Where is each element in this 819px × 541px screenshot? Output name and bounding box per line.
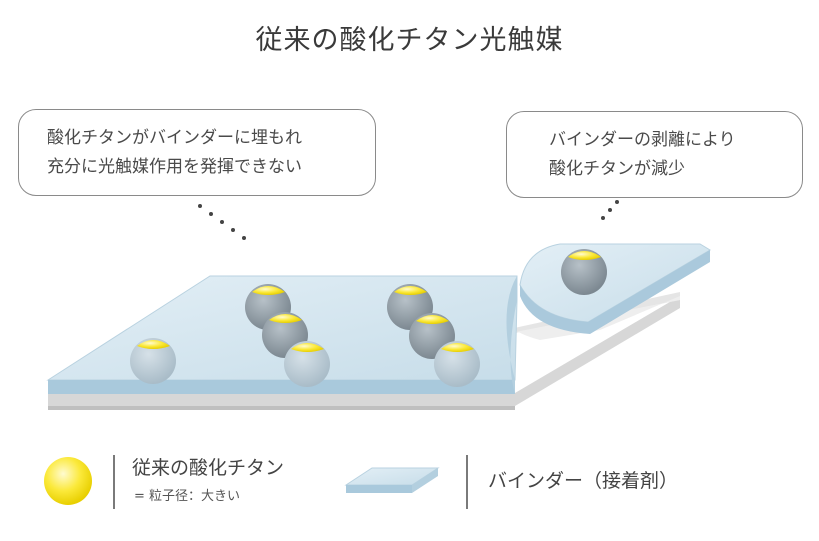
legend-divider: [113, 455, 115, 509]
callout-embedded: 酸化チタンがバインダーに埋もれ 充分に光触媒作用を発揮できない: [18, 109, 376, 196]
particle-embedded: [130, 338, 176, 384]
callout-peeling-line-1: バインダーの剥離により: [549, 130, 736, 150]
leader-dots-right: [601, 200, 619, 220]
legend-particle-swatch: [44, 457, 92, 505]
legend-binder-label: バインダー（接着剤）: [488, 470, 679, 492]
callout-embedded-line-1: 酸化チタンがバインダーに埋もれ: [47, 128, 302, 148]
callout-peeling: バインダーの剥離により 酸化チタンが減少: [506, 111, 803, 198]
callout-embedded-line-2: 充分に光触媒作用を発揮できない: [47, 157, 302, 177]
legend-divider: [466, 455, 468, 509]
diagram-title: 従来の酸化チタン光触媒: [255, 25, 564, 56]
callout-peeling-line-2: 酸化チタンが減少: [549, 159, 685, 179]
particle-detached: [561, 249, 607, 295]
particle-embedded: [434, 341, 480, 387]
legend-particle-label: 従来の酸化チタン: [132, 457, 285, 479]
particle-embedded: [284, 341, 330, 387]
legend-particle-sub: = 粒子径：大きい: [134, 489, 241, 504]
legend-binder-swatch: [344, 467, 440, 493]
leader-dots-left: [198, 204, 246, 240]
embedded-particles: [130, 284, 480, 387]
